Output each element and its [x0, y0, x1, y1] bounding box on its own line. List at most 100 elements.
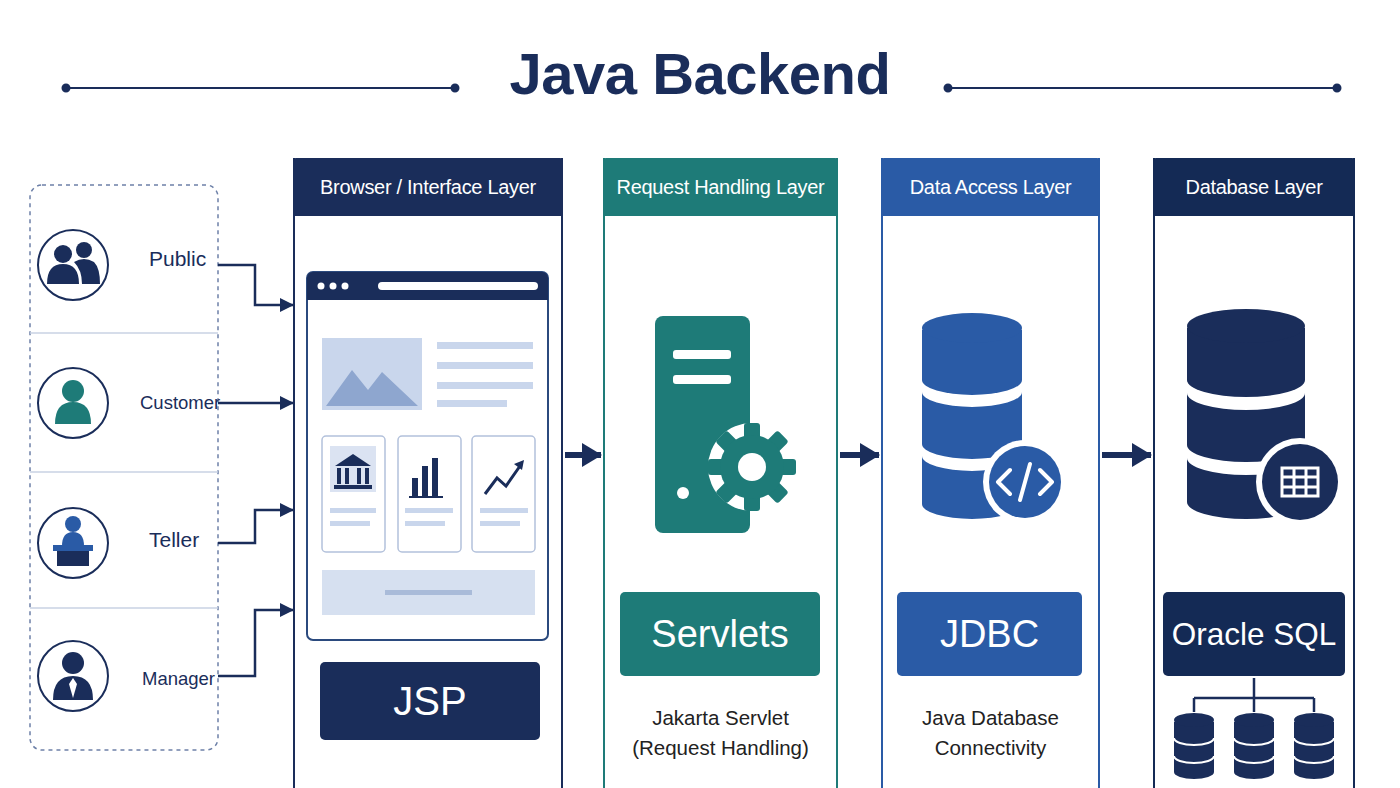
database-tree-part-part — [1234, 722, 1274, 779]
browser-window-part-part — [480, 521, 520, 526]
browser-window-part-part — [405, 508, 453, 513]
actor-icons-part — [53, 652, 93, 700]
jdbc-database-icon-part — [983, 440, 1067, 524]
browser-window — [307, 272, 548, 640]
actor-icons-part-part — [62, 380, 84, 402]
database-icon-part-part — [1282, 476, 1318, 479]
browser-window-part-part — [437, 400, 507, 407]
actor-icons-part-part — [65, 516, 81, 532]
server-icon-part-part — [708, 423, 796, 511]
actor-icons-part-part — [62, 652, 84, 674]
actor-arrow — [218, 402, 293, 405]
database-icon-part-part — [1293, 468, 1296, 496]
jdbc-database-icon-part — [989, 446, 1061, 518]
title-rules-part — [948, 87, 1337, 89]
browser-window-part-part — [405, 521, 445, 526]
browser-window-part-part — [432, 458, 438, 496]
panel-header: Database Layer — [1153, 158, 1355, 216]
actor-label: Public — [149, 247, 206, 271]
badge-label: Oracle SQL — [1172, 616, 1337, 653]
browser-window-part-part — [345, 468, 349, 484]
actor-group-frame-part — [30, 185, 218, 750]
browser-window-part — [437, 342, 533, 407]
database-tree-part-part — [1294, 722, 1334, 779]
actor-arrow — [218, 265, 293, 305]
actor-row: Manager — [30, 608, 218, 750]
browser-window-part — [307, 272, 548, 300]
tech-badge: JDBC — [897, 592, 1082, 676]
server-icon-part — [708, 423, 796, 511]
badge-label: JSP — [393, 679, 466, 724]
browser-window-part — [322, 570, 535, 615]
actor-icons-part-part — [54, 245, 72, 263]
layer-title: Request Handling Layer — [617, 176, 825, 199]
title-rules-part — [1334, 85, 1341, 92]
browser-window-part-part — [437, 362, 533, 369]
browser-window-part-part — [480, 508, 528, 513]
database-icon-part-part — [1282, 486, 1318, 489]
layer-description: Java Database Connectivity — [886, 703, 1095, 762]
layer-title: Data Access Layer — [910, 176, 1072, 199]
browser-window-part — [330, 446, 376, 492]
layer-panel: Database LayerOracle SQL — [1153, 158, 1355, 788]
database-icon-part — [1262, 444, 1338, 520]
database-tree-part-part — [1294, 713, 1334, 727]
jdbc-database-icon-part-part — [922, 313, 1022, 343]
server-icon-part-part-part — [720, 435, 784, 499]
actor-icons-part — [38, 508, 108, 578]
layer-arrow — [1102, 452, 1151, 458]
database-icon-part-part — [1282, 468, 1318, 496]
database-tree-part-part — [1253, 678, 1256, 698]
browser-window-part-part — [342, 283, 349, 290]
database-icon-part — [1256, 438, 1344, 526]
actor-row: Public — [30, 185, 218, 333]
browser-window-part — [322, 436, 535, 552]
database-icon-part-part — [1305, 468, 1308, 496]
actor-icons-part-part — [74, 259, 100, 284]
actor-label: Customer — [140, 392, 220, 414]
actor-icons-part-part — [53, 545, 93, 551]
actor-icons-part — [47, 242, 100, 284]
server-icon-part — [677, 487, 689, 499]
server-icon-part — [673, 375, 731, 384]
actor-group-frame — [30, 185, 218, 750]
actor-icons-part-part — [57, 551, 89, 566]
actor-group-frame-part — [30, 607, 218, 609]
browser-window-part-part — [472, 436, 535, 552]
browser-window-part — [409, 458, 443, 498]
layer-description: Jakarta Servlet (Request Handling) — [608, 703, 833, 762]
server-icon-part-part-part — [715, 430, 789, 504]
actor-icons-part-part — [55, 402, 91, 424]
panel-header: Browser / Interface Layer — [293, 158, 563, 216]
server-icon-part-part-part — [715, 430, 789, 504]
database-tree-part-part — [1174, 722, 1214, 779]
database-tree-part-part — [1313, 698, 1316, 712]
server-icon — [655, 316, 796, 533]
actor-label: Manager — [142, 668, 215, 690]
jdbc-database-icon — [922, 313, 1067, 524]
server-icon-part — [673, 350, 731, 359]
browser-window-part-part — [398, 436, 461, 552]
title-bar: Java Backend — [0, 40, 1400, 107]
database-tree-part-part — [1234, 713, 1274, 727]
browser-window-part — [485, 466, 520, 494]
layer-arrow — [840, 452, 879, 458]
browser-window-part-part — [330, 521, 370, 526]
tech-badge: Oracle SQL — [1163, 592, 1345, 676]
actor-label: Teller — [149, 528, 199, 552]
browser-window-part-part — [409, 496, 443, 498]
title-rules-part — [63, 85, 70, 92]
database-tree-part-part — [1253, 698, 1256, 712]
server-icon-part-part — [738, 453, 766, 481]
database-tree-part-part — [1193, 698, 1196, 712]
browser-window-part-part — [322, 436, 385, 552]
browser-window-part-part — [378, 282, 538, 290]
browser-window-part — [322, 338, 422, 410]
browser-window-part — [318, 282, 539, 290]
layer-arrow — [565, 452, 601, 458]
browser-window-part-part — [365, 468, 369, 484]
database-tree-part-part — [1174, 738, 1334, 763]
actor-arrow — [218, 510, 293, 543]
actor-icons-part — [38, 368, 108, 438]
badge-label: Servlets — [651, 613, 788, 656]
